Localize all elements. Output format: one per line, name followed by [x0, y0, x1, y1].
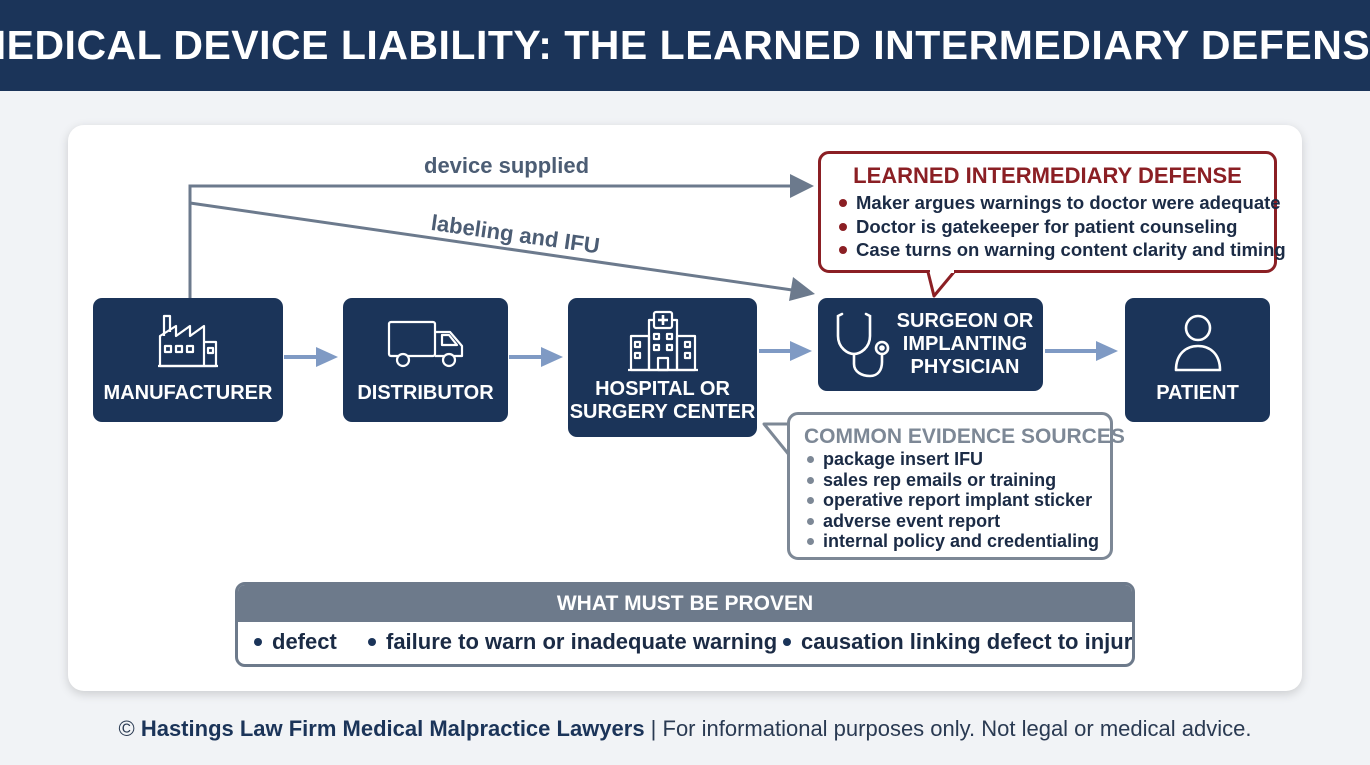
- copyright-symbol: ©: [118, 716, 135, 741]
- hospital-label: HOSPITAL OR SURGERY CENTER: [569, 378, 756, 423]
- flow-arrow-1: [284, 347, 338, 367]
- defense-item: Doctor is gatekeeper for patient counsel…: [836, 215, 1274, 239]
- defense-item: Case turns on warning content clarity an…: [836, 238, 1286, 262]
- device-supplied-label: device supplied: [424, 153, 590, 178]
- evidence-callout-pointer: [762, 422, 792, 457]
- evidence-item: operative report implant sticker: [804, 490, 1110, 511]
- evidence-item: sales rep emails or training: [804, 470, 1110, 491]
- evidence-title: COMMON EVIDENCE SOURCES: [804, 425, 1125, 448]
- labeling-ifu-arrow: [189, 201, 807, 294]
- defense-callout-pointer: [926, 270, 956, 298]
- distributor-node: DISTRIBUTOR: [343, 298, 508, 422]
- proof-item-causation: causation linking defect to injury: [783, 625, 1132, 659]
- factory-icon: [158, 314, 218, 368]
- device-supplied-arrow: [188, 184, 806, 298]
- disclaimer: | For informational purposes only. Not l…: [644, 716, 1252, 741]
- footer: © Hastings Law Firm Medical Malpractice …: [0, 716, 1370, 742]
- manufacturer-label: MANUFACTURER: [103, 382, 273, 404]
- evidence-list: package insert IFU sales rep emails or t…: [804, 449, 1110, 552]
- defense-list: Maker argues warnings to doctor were ade…: [836, 191, 1286, 262]
- title-bar: MEDICAL DEVICE LIABILITY: THE LEARNED IN…: [0, 0, 1370, 91]
- flow-arrow-2: [509, 347, 563, 367]
- patient-label: PATIENT: [1156, 382, 1239, 404]
- evidence-item: package insert IFU: [804, 449, 1110, 470]
- learned-intermediary-callout: LEARNED INTERMEDIARY DEFENSE Maker argue…: [818, 151, 1286, 273]
- person-icon: [1174, 314, 1222, 372]
- hospital-node: HOSPITAL OR SURGERY CENTER: [568, 298, 757, 437]
- distributor-label: DISTRIBUTOR: [357, 382, 494, 404]
- proof-elements-box: WHAT MUST BE PROVEN defect failure to wa…: [235, 582, 1135, 667]
- defense-item: Maker argues warnings to doctor were ade…: [836, 191, 1281, 215]
- stethoscope-icon: [836, 312, 890, 378]
- evidence-callout: COMMON EVIDENCE SOURCES package insert I…: [787, 412, 1125, 560]
- page-title: MEDICAL DEVICE LIABILITY: THE LEARNED IN…: [0, 22, 1370, 68]
- truck-icon: [387, 320, 464, 368]
- surgeon-label: SURGEON OR IMPLANTING PHYSICIAN: [896, 310, 1034, 378]
- hospital-icon: [628, 310, 698, 372]
- patient-node: PATIENT: [1125, 298, 1270, 422]
- manufacturer-node: MANUFACTURER: [93, 298, 283, 422]
- surgeon-node: SURGEON OR IMPLANTING PHYSICIAN: [818, 298, 1043, 391]
- flow-arrow-3: [759, 341, 812, 361]
- firm-name: Hastings Law Firm Medical Malpractice La…: [140, 716, 645, 741]
- proof-item-failure-to-warn: failure to warn or inadequate warning: [368, 625, 777, 659]
- proof-title: WHAT MUST BE PROVEN: [238, 585, 1132, 622]
- evidence-item: internal policy and credentialing: [804, 531, 1110, 552]
- proof-item-defect: defect: [254, 625, 337, 659]
- defense-title: LEARNED INTERMEDIARY DEFENSE: [853, 163, 1242, 188]
- evidence-item: adverse event report: [804, 511, 1110, 532]
- flow-arrow-4: [1045, 341, 1118, 361]
